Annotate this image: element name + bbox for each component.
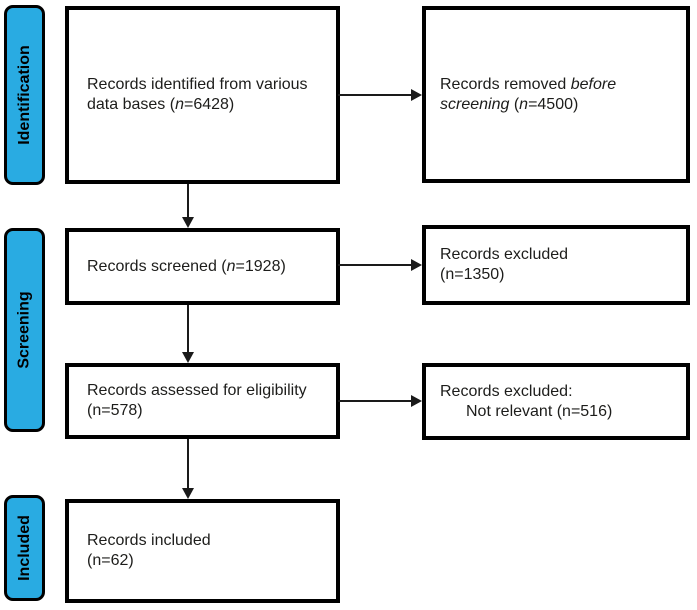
stage-label-identification-text: Identification <box>15 45 33 145</box>
box-records-included-text: Records included (n=62) <box>69 531 336 571</box>
arrow-assessed-to-excluded <box>338 395 422 407</box>
arrow-line <box>338 94 412 96</box>
stage-label-included: Included <box>4 495 45 601</box>
box-records-assessed: Records assessed for eligibility (n=578) <box>65 363 340 439</box>
box-records-screened: Records screened (n=1928) <box>65 228 340 305</box>
arrow-identified-to-removed <box>338 89 422 101</box>
box-records-assessed-text: Records assessed for eligibility (n=578) <box>69 381 336 421</box>
arrow-head-down-icon <box>182 217 194 228</box>
arrow-line <box>187 305 189 353</box>
arrow-head-right-icon <box>411 395 422 407</box>
box-records-removed-text: Records removed before screening (n=4500… <box>426 75 686 115</box>
arrow-screened-to-excluded <box>338 259 422 271</box>
text-line: (n=62) <box>87 552 134 569</box>
box-records-included: Records included (n=62) <box>65 499 340 603</box>
box-records-excluded-screening-text: Records excluded (n=1350) <box>426 245 686 285</box>
italic-n: n <box>226 257 236 275</box>
text-line: data bases (n=6428) <box>87 95 326 115</box>
italic-n: n <box>175 96 184 113</box>
text-segment: Records removed <box>440 75 571 93</box>
box-records-screened-text: Records screened (n=1928) <box>69 257 336 277</box>
text-line: Records removed before <box>440 75 678 95</box>
text-line: Not relevant (n=516) <box>466 402 613 420</box>
text-segment: Records screened ( <box>87 257 227 275</box>
arrow-head-right-icon <box>411 89 422 101</box>
stage-label-included-text: Included <box>15 515 33 581</box>
italic-before: before <box>570 75 617 93</box>
arrow-head-right-icon <box>411 259 422 271</box>
text-line: Records excluded <box>440 246 569 263</box>
box-records-removed: Records removed before screening (n=4500… <box>422 6 690 183</box>
text-segment: data bases ( <box>87 96 176 113</box>
text-line: (n=1350) <box>440 266 505 283</box>
stage-label-screening: Screening <box>4 228 45 432</box>
arrow-line <box>338 264 412 266</box>
arrow-head-down-icon <box>182 352 194 363</box>
italic-n: n <box>519 95 529 113</box>
arrow-identified-to-screened <box>182 184 194 228</box>
box-records-identified-text: Records identified from various data bas… <box>69 75 336 115</box>
text-segment: ( <box>509 95 520 113</box>
text-line: Records assessed for eligibility <box>87 382 307 399</box>
text-line: Records included <box>87 532 211 549</box>
arrow-head-down-icon <box>182 488 194 499</box>
text-segment: =1928) <box>235 257 286 275</box>
text-segment: =6428) <box>183 96 235 113</box>
box-records-excluded-screening: Records excluded (n=1350) <box>422 225 690 305</box>
text-line: (n=578) <box>87 402 143 419</box>
stage-label-identification: Identification <box>4 5 45 185</box>
text-line: Records identified from various <box>87 75 326 95</box>
stage-label-screening-text: Screening <box>15 291 33 369</box>
box-records-excluded-eligibility: Records excluded: Not relevant (n=516) <box>422 363 690 440</box>
italic-screening: screening <box>440 95 510 113</box>
box-records-identified: Records identified from various data bas… <box>65 6 340 184</box>
text-segment: Records identified from various <box>87 76 308 93</box>
text-line: Records excluded: <box>440 382 573 400</box>
arrow-line <box>187 439 189 489</box>
text-line: screening (n=4500) <box>440 95 678 115</box>
arrow-line <box>187 184 189 218</box>
arrow-line <box>338 400 412 402</box>
text-segment: =4500) <box>528 95 579 113</box>
arrow-screened-to-assessed <box>182 305 194 363</box>
text-line: Records screened (n=1928) <box>87 257 326 277</box>
box-records-excluded-eligibility-text: Records excluded: Not relevant (n=516) <box>426 382 686 422</box>
arrow-assessed-to-included <box>182 439 194 499</box>
